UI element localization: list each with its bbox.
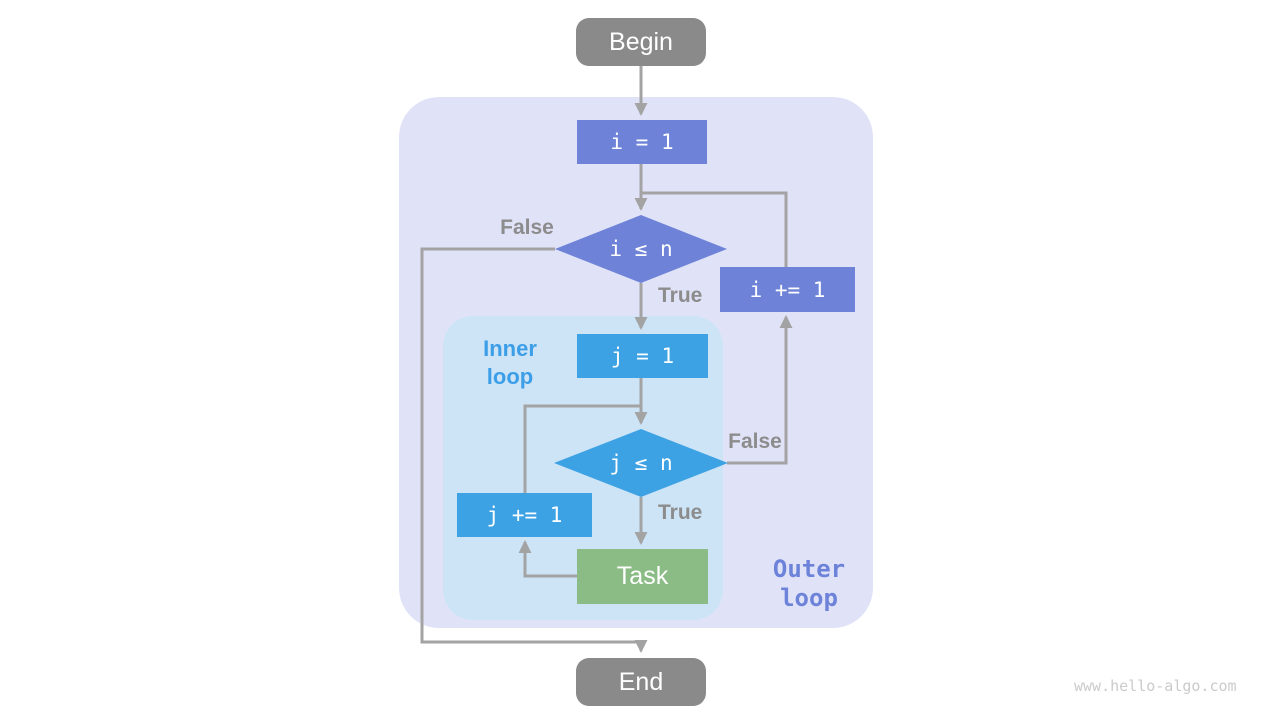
init-j-node: j = 1: [577, 334, 708, 378]
edge-inc-i-to-cond-i-feedback: [640, 191, 788, 267]
cond-i-false-label: False: [500, 216, 554, 239]
cond-i-true-label: True: [658, 284, 703, 307]
task-node: Task: [577, 549, 708, 604]
edge-inc-j-to-cond-j-feedback: [523, 404, 640, 493]
cond-j-false-label: False: [728, 430, 782, 453]
edge-task-to-inc-j: [518, 540, 577, 578]
inc-i-node: i += 1: [720, 267, 855, 312]
cond-j-label: j ≤ n: [609, 451, 673, 475]
init-i-node: i = 1: [577, 120, 707, 164]
edge-cond-j-false-to-inc-i: [727, 315, 793, 465]
outer-loop-label: Outer loop: [772, 555, 846, 612]
cond-j-true-label: True: [658, 501, 703, 524]
begin-node: Begin: [576, 18, 706, 66]
site-watermark: www.hello-algo.com: [1074, 677, 1237, 695]
inc-j-node: j += 1: [457, 493, 592, 537]
inner-loop-label: Inner loop: [483, 336, 537, 389]
edge-cond-i-false-to-end: [420, 247, 648, 653]
end-node: End: [576, 658, 706, 706]
cond-j-diamond: [554, 429, 728, 497]
cond-i-diamond: [555, 215, 727, 283]
cond-i-label: i ≤ n: [609, 237, 673, 261]
